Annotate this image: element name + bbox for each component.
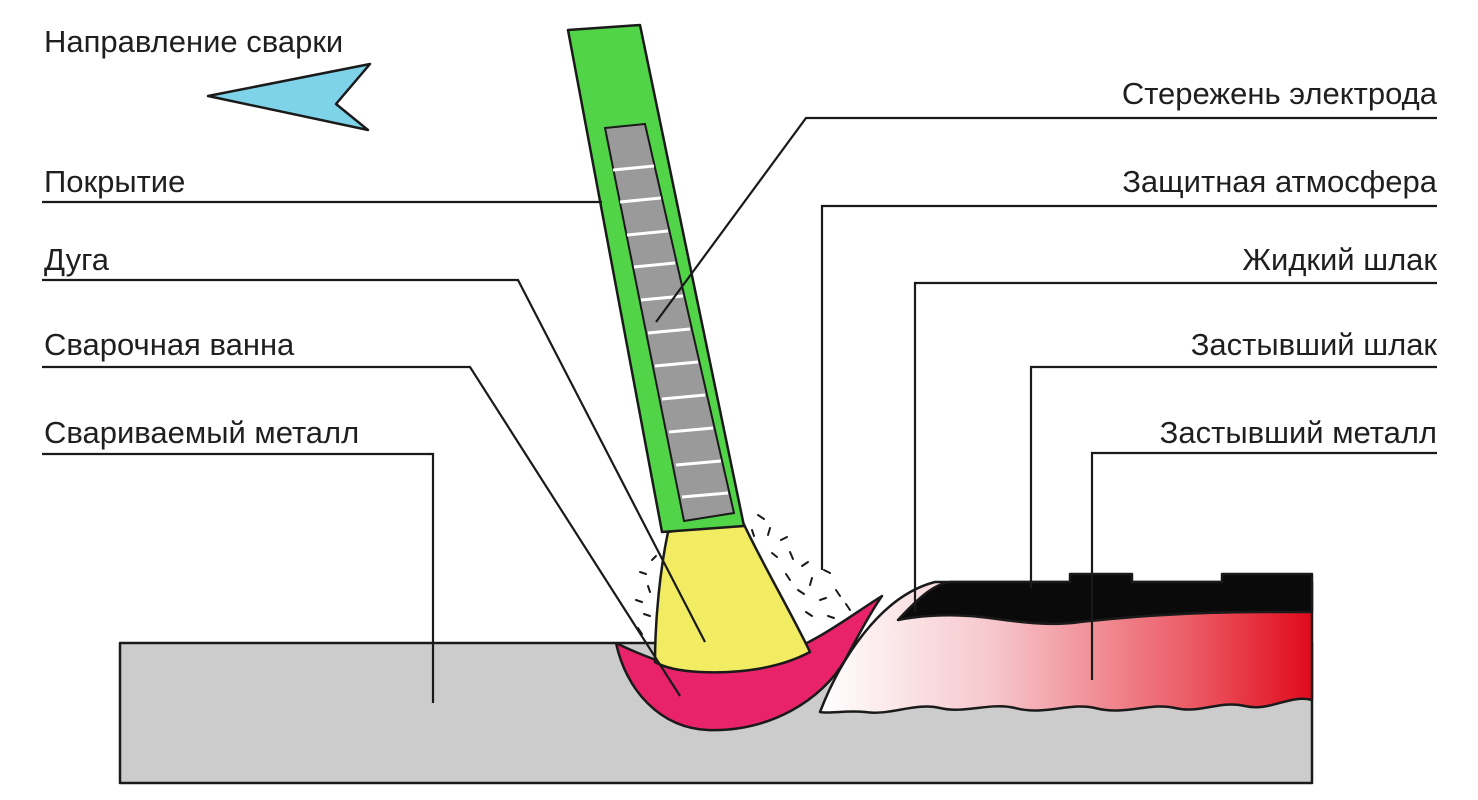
electrode-core	[603, 122, 736, 523]
direction-arrow-icon	[206, 62, 372, 132]
label-liquid-slag: Жидкий шлак	[1242, 242, 1437, 277]
label-shielding-gas: Защитная атмосфера	[1122, 164, 1438, 199]
leader-solid-slag	[1029, 365, 1437, 588]
shielding-gas-particles	[635, 514, 851, 635]
label-base-metal: Свариваемый металл	[44, 415, 359, 450]
arc	[653, 514, 812, 674]
leader-liquid-slag	[913, 281, 1437, 612]
label-electrode-core: Стережень электрода	[1122, 76, 1438, 111]
leader-solid-metal	[1090, 451, 1437, 680]
leader-arc	[42, 278, 706, 643]
label-weld-pool: Сварочная ванна	[44, 327, 295, 362]
label-arc: Дуга	[44, 242, 110, 277]
leader-gas	[820, 204, 1437, 570]
label-solid-slag: Застывший шлак	[1191, 327, 1438, 362]
leader-pool	[42, 365, 681, 697]
leader-base-metal	[42, 452, 435, 703]
electrode-core-segments	[612, 164, 729, 499]
label-coating: Покрытие	[44, 164, 185, 199]
slag-layer	[896, 572, 1314, 626]
leader-core	[655, 116, 1437, 323]
direction-label: Направление сварки	[44, 24, 343, 59]
label-solid-metal: Застывший металл	[1160, 415, 1437, 450]
